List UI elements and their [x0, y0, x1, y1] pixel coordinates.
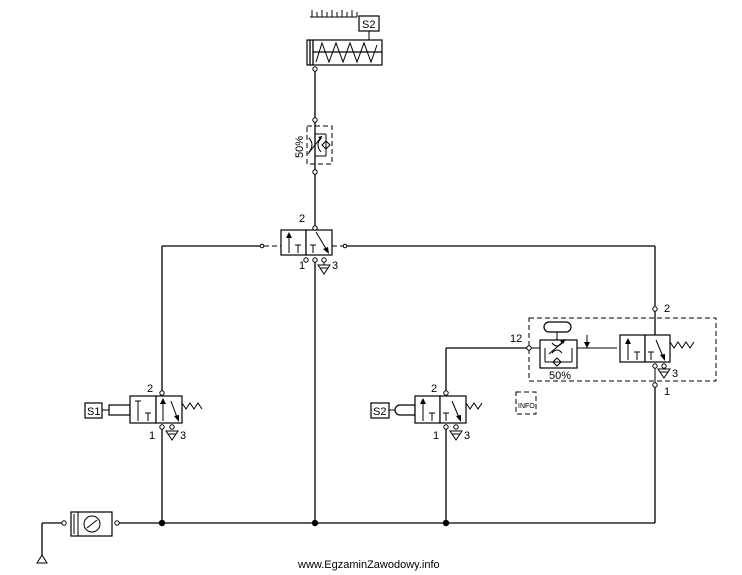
info-badge-label: INFO [518, 403, 535, 410]
timer-port-2: 2 [664, 303, 670, 315]
main-valve-port-1: 1 [299, 260, 305, 272]
main-valve-port-3: 3 [332, 260, 338, 272]
compressor-source-icon [36, 554, 48, 564]
s1-label: S1 [87, 406, 100, 418]
s1-port-1: 1 [149, 430, 155, 442]
s2-port-3: 3 [464, 430, 470, 442]
cylinder-scale [310, 10, 358, 18]
timer-percent: 50% [549, 370, 571, 382]
throttle-check-valve-top: 50% [294, 122, 333, 170]
s1-valve: S1 2 1 3 [84, 383, 203, 442]
s2-valve: S2 2 1 3 [370, 383, 483, 442]
throttle-percent-top: 50% [294, 136, 306, 158]
info-badge[interactable]: INFO [515, 391, 537, 415]
time-delay-valve: 12 50% 2 [510, 303, 717, 398]
s2-label: S2 [373, 406, 386, 418]
s2-port-1: 1 [433, 430, 439, 442]
single-acting-cylinder: S2 [306, 10, 383, 72]
main-3-2-valve: 2 1 3 [259, 213, 348, 275]
timer-port-12: 12 [510, 333, 522, 345]
s1-port-3: 3 [180, 430, 186, 442]
timer-port-3: 3 [672, 368, 678, 380]
s1-port-2: 2 [147, 383, 153, 395]
cylinder-spring [315, 41, 378, 64]
main-valve-port-2: 2 [299, 213, 305, 225]
timer-reservoir [543, 321, 572, 333]
air-supply-filter-unit [36, 511, 120, 564]
s2-port-2: 2 [431, 383, 437, 395]
watermark: www.EgzaminZawodowy.info [297, 559, 440, 571]
timer-port-1: 1 [664, 386, 670, 398]
cylinder-sensor-label: S2 [362, 19, 375, 31]
